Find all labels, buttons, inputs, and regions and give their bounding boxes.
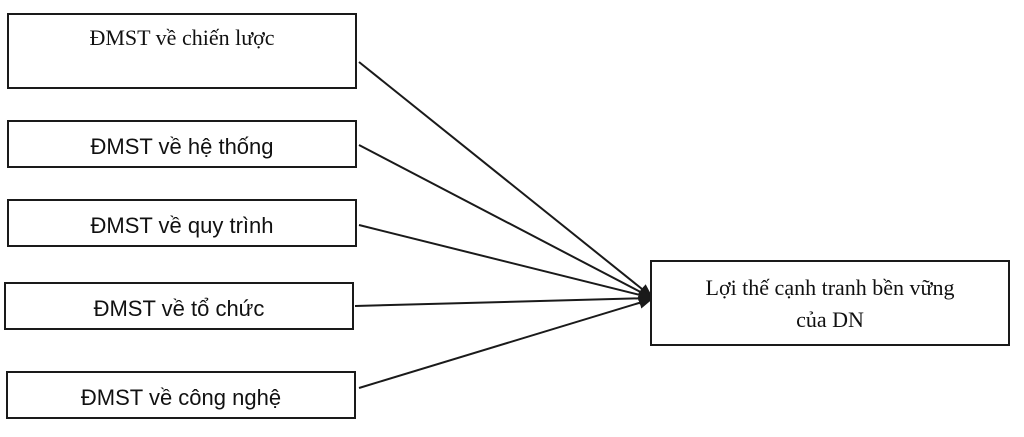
- process-innovation-label: ĐMST về quy trình: [90, 213, 274, 238]
- system-innovation-box: ĐMST về hệ thống: [7, 120, 357, 168]
- arrow-process-to-advantage: [358, 224, 653, 301]
- arrow-organization-to-advantage: [354, 292, 653, 307]
- arrow-strategy-to-advantage: [358, 61, 653, 298]
- organization-innovation-box: ĐMST về tổ chức: [4, 282, 354, 330]
- strategy-innovation-label: ĐMST về chiến lược: [89, 25, 275, 50]
- sustainable-advantage-line1: Lợi thế cạnh tranh bền vững: [705, 275, 955, 300]
- technology-innovation-label: ĐMST về công nghệ: [80, 385, 282, 410]
- arrow-technology-to-advantage: [358, 297, 653, 389]
- sustainable-advantage-label: Lợi thế cạnh tranh bền vững của DN: [652, 272, 1008, 336]
- sustainable-advantage-box: Lợi thế cạnh tranh bền vững của DN: [650, 260, 1010, 346]
- sustainable-advantage-line2: của DN: [796, 307, 864, 332]
- organization-innovation-label: ĐMST về tổ chức: [93, 296, 265, 321]
- arrow-system-to-advantage: [358, 144, 653, 299]
- process-innovation-box: ĐMST về quy trình: [7, 199, 357, 247]
- strategy-innovation-box: ĐMST về chiến lược: [7, 13, 357, 89]
- technology-innovation-box: ĐMST về công nghệ: [6, 371, 356, 419]
- system-innovation-label: ĐMST về hệ thống: [90, 134, 274, 159]
